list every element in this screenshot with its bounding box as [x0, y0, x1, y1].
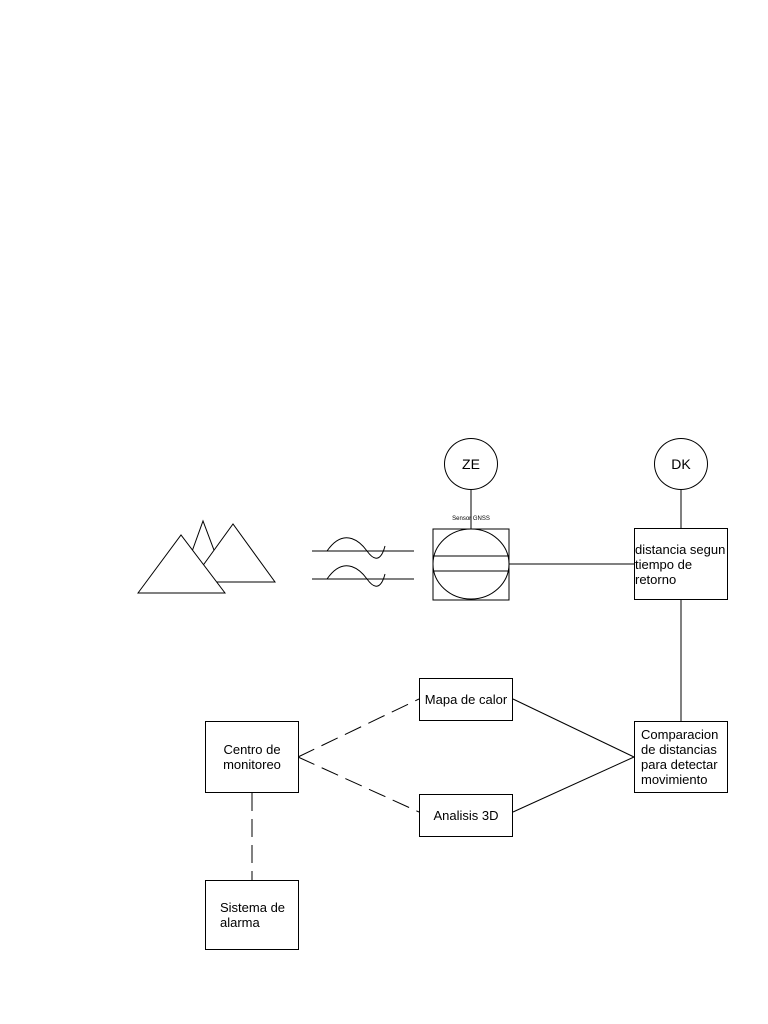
comparacion-box: Comparacion de distancias para detectar … — [634, 721, 728, 793]
sistema-alarma-label: Sistema de alarma — [220, 900, 286, 930]
ze-node: ZE — [444, 438, 498, 490]
mapa-calor-label: Mapa de calor — [424, 692, 508, 707]
mountains-icon — [137, 519, 276, 594]
distancia-box: distancia segun tiempo de retorno — [634, 528, 728, 600]
gnss-sensor-icon — [432, 528, 510, 601]
centro-monitoreo-label: Centro de monitoreo — [223, 742, 281, 772]
dk-label: DK — [671, 456, 691, 472]
signal-wave-icon — [312, 537, 414, 587]
sensor-gnss-label: Sensor GNSS — [452, 516, 490, 522]
analisis-3d-label: Analisis 3D — [433, 808, 499, 823]
comparacion-label: Comparacion de distancias para detectar … — [641, 727, 719, 787]
sistema-alarma-box: Sistema de alarma — [205, 880, 299, 950]
mapa-calor-box: Mapa de calor — [419, 678, 513, 721]
centro-monitoreo-box: Centro de monitoreo — [205, 721, 299, 793]
analisis-3d-box: Analisis 3D — [419, 794, 513, 837]
distancia-label: distancia segun tiempo de retorno — [635, 541, 726, 587]
ze-label: ZE — [462, 456, 480, 472]
dk-node: DK — [654, 438, 708, 490]
